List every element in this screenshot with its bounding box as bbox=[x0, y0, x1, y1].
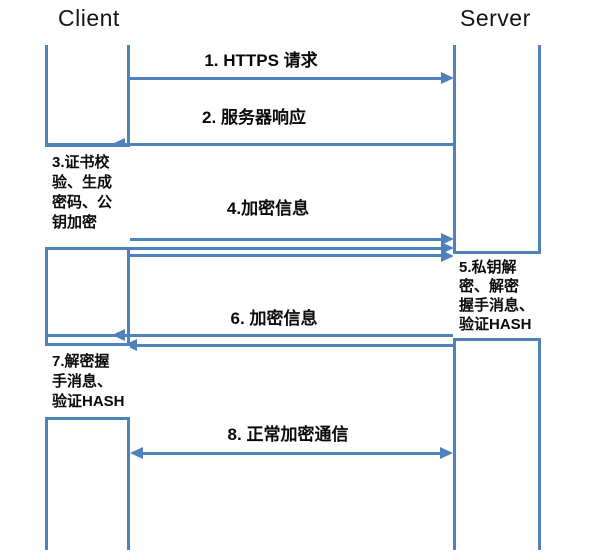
message-2-arrow-line bbox=[47, 143, 453, 146]
note-3-box: 3.证书校 验、生成 密码、公 钥加密 bbox=[45, 144, 130, 250]
message-4-arrow-line-1 bbox=[130, 238, 441, 241]
client-lifeline-right bbox=[127, 45, 130, 550]
arrow-left-icon bbox=[112, 329, 125, 341]
arrow-right-icon bbox=[441, 72, 454, 84]
arrow-right-icon bbox=[440, 447, 453, 459]
note-3-text: 3.证书校 验、生成 密码、公 钥加密 bbox=[52, 154, 113, 231]
note-7-box: 7.解密握 手消息、 验证HASH bbox=[45, 343, 130, 420]
message-6-arrow-line-2 bbox=[130, 344, 453, 347]
message-1-arrow-line bbox=[130, 77, 443, 80]
message-4-label: 4.加密信息 bbox=[226, 199, 310, 218]
arrow-left-icon bbox=[130, 447, 143, 459]
message-8-arrow-line bbox=[140, 452, 443, 455]
arrow-right-icon bbox=[441, 250, 454, 262]
message-8-label: 8. 正常加密通信 bbox=[227, 425, 349, 444]
message-4-arrow-line-2 bbox=[130, 247, 441, 250]
note-5-box: 5.私钥解 密、解密 握手消息、 验证HASH bbox=[453, 251, 541, 341]
server-title: Server bbox=[460, 5, 531, 31]
message-4-arrow-line-3 bbox=[130, 254, 441, 257]
message-6-label: 6. 加密信息 bbox=[230, 309, 318, 328]
note-5-text: 5.私钥解 密、解密 握手消息、 验证HASH bbox=[459, 259, 535, 333]
message-1-label: 1. HTTPS 请求 bbox=[204, 51, 318, 70]
message-2-label: 2. 服务器响应 bbox=[202, 108, 306, 127]
client-lifeline-left bbox=[45, 45, 48, 550]
note-7-text: 7.解密握 手消息、 验证HASH bbox=[52, 353, 125, 410]
client-title: Client bbox=[58, 5, 120, 31]
message-6-arrow-line-1 bbox=[47, 334, 453, 337]
